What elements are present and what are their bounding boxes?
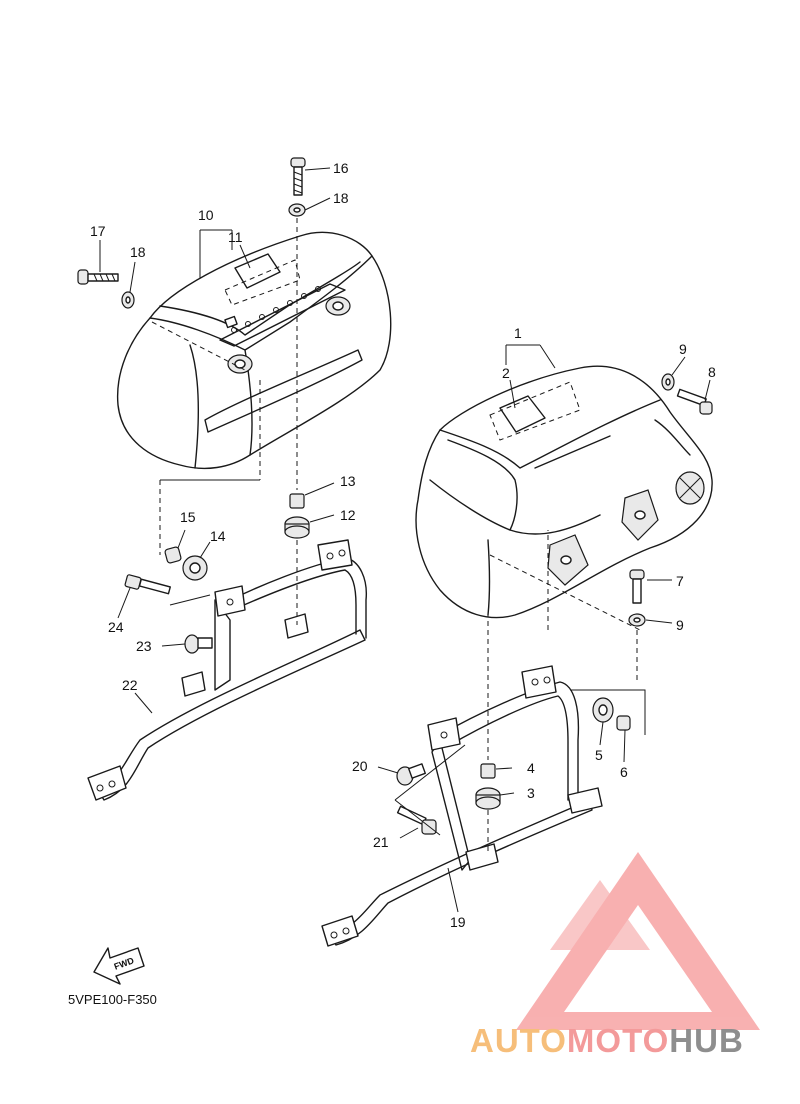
right-bracket-stay xyxy=(321,665,603,947)
callout-22: 22 xyxy=(122,677,138,693)
callout-17: 17 xyxy=(90,223,106,239)
bolt-17-icon xyxy=(77,269,119,285)
drawing-code: 5VPE100-F350 xyxy=(68,992,157,1007)
bolt-21-icon xyxy=(396,805,437,835)
callout-labels: 1 2 3 4 5 6 7 8 9 9 10 11 12 13 14 15 16… xyxy=(90,160,716,930)
callout-8: 8 xyxy=(708,364,716,380)
bolt-23-icon xyxy=(184,634,213,654)
callout-23: 23 xyxy=(136,638,152,654)
bolt-20-icon xyxy=(396,763,426,786)
left-bracket-stay xyxy=(87,539,367,801)
callout-9-upper: 9 xyxy=(679,341,687,357)
collar-13-icon xyxy=(289,493,305,509)
collar-4-icon xyxy=(480,763,496,779)
callout-9-lower: 9 xyxy=(676,617,684,633)
watermark-auto: AUTO xyxy=(470,1022,567,1059)
watermark-text: AUTOMOTOHUB xyxy=(470,1022,744,1059)
callout-15: 15 xyxy=(180,509,196,525)
watermark-logo xyxy=(516,852,760,1030)
callout-4: 4 xyxy=(527,760,535,776)
leader-lines xyxy=(99,167,711,913)
callout-10: 10 xyxy=(198,207,214,223)
callout-6: 6 xyxy=(620,764,628,780)
right-saddlebag xyxy=(415,365,713,631)
callout-3: 3 xyxy=(527,785,535,801)
bolt-16-icon xyxy=(290,157,306,196)
callout-1: 1 xyxy=(514,325,522,341)
collar-15-icon xyxy=(164,546,182,564)
callout-14: 14 xyxy=(210,528,226,544)
assembly-lines xyxy=(159,218,646,855)
collar-6-icon xyxy=(616,715,631,731)
watermark-hub: HUB xyxy=(669,1022,744,1059)
callout-5: 5 xyxy=(595,747,603,763)
callout-24: 24 xyxy=(108,619,124,635)
callout-11: 11 xyxy=(228,229,243,245)
callout-12: 12 xyxy=(340,507,356,523)
callout-20: 20 xyxy=(352,758,368,774)
callout-16: 16 xyxy=(333,160,349,176)
callout-2: 2 xyxy=(502,365,510,381)
callout-18-top: 18 xyxy=(333,190,349,206)
hardware-parts xyxy=(77,157,713,835)
callout-7: 7 xyxy=(676,573,684,589)
bolt-8-icon xyxy=(676,388,713,415)
callout-18-left: 18 xyxy=(130,244,146,260)
callout-19: 19 xyxy=(450,914,466,930)
callout-21: 21 xyxy=(373,834,389,850)
bolt-24-icon xyxy=(124,574,171,595)
fwd-arrow-icon: FWD xyxy=(93,947,145,985)
svg-text:AUTOMOTOHUB: AUTOMOTOHUB xyxy=(470,1022,744,1059)
callout-13: 13 xyxy=(340,473,356,489)
left-saddlebag xyxy=(116,231,392,470)
watermark-moto: MOTO xyxy=(567,1022,669,1059)
bolt-7-icon xyxy=(629,569,645,604)
